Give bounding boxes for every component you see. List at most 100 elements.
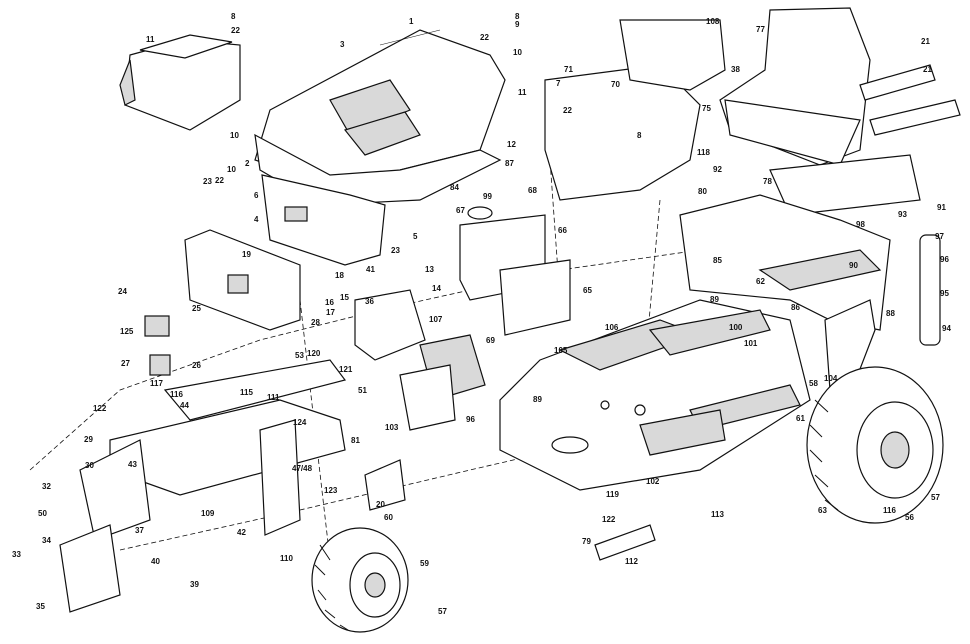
callout-label: 117	[150, 379, 163, 388]
callout-label: 8	[637, 131, 642, 140]
callout-label: 10	[230, 131, 239, 140]
callout-label: 9	[515, 20, 520, 29]
callout-label: 104	[824, 374, 838, 383]
callout-label: 96	[466, 415, 475, 424]
callout-label: 81	[351, 436, 360, 445]
callout-label: 10	[513, 48, 522, 57]
callout-label: 96	[940, 255, 949, 264]
callout-label: 87	[505, 159, 514, 168]
callout-label: 78	[763, 177, 772, 186]
callout-label: 124	[293, 418, 307, 427]
callout-label: 58	[809, 379, 818, 388]
callout-label: 37	[135, 526, 144, 535]
callout-label: 43	[128, 460, 137, 469]
callout-label: 38	[731, 65, 740, 74]
callout-label: 19	[242, 250, 251, 259]
callout-label: 11	[518, 88, 527, 97]
callout-label: 23	[391, 246, 400, 255]
callout-label: 50	[38, 509, 47, 518]
callout-label: 40	[151, 557, 160, 566]
callout-label: 89	[533, 395, 542, 404]
callout-label: 71	[564, 65, 573, 74]
callout-label: 32	[42, 482, 51, 491]
callout-label: 109	[201, 509, 215, 518]
callout-label: 107	[429, 315, 443, 324]
callout-label: 39	[190, 580, 199, 589]
callout-label: 16	[325, 298, 334, 307]
callout-label: 122	[93, 404, 107, 413]
callout-label: 57	[438, 607, 447, 616]
callout-label: 103	[385, 423, 399, 432]
callout-label: 11	[146, 35, 155, 44]
front-wheel	[311, 527, 409, 633]
front-axle-steering	[59, 359, 656, 613]
callout-label: 23	[203, 177, 212, 186]
callout-label: 6	[254, 191, 259, 200]
callout-label: 105	[554, 346, 568, 355]
callout-label: 77	[756, 25, 765, 34]
callout-label: 3	[340, 40, 345, 49]
callout-label: 2	[245, 159, 250, 168]
callout-label: 66	[558, 226, 567, 235]
callout-label: 12	[507, 140, 516, 149]
callout-label: 22	[563, 106, 572, 115]
callout-label: 35	[36, 602, 45, 611]
callout-label: 121	[339, 365, 353, 374]
callout-label: 91	[937, 203, 946, 212]
callout-label: 101	[744, 339, 758, 348]
callout-label: 110	[280, 554, 293, 563]
callout-label: 21	[923, 65, 932, 74]
callout-label: 69	[486, 336, 495, 345]
callout-label: 99	[483, 192, 492, 201]
callout-label: 106	[605, 323, 619, 332]
callout-label: 98	[856, 220, 865, 229]
callout-label: 7	[556, 79, 561, 88]
callout-label: 5	[413, 232, 418, 241]
callout-label: 108	[706, 17, 720, 26]
callout-label: 86	[791, 303, 800, 312]
callout-label: 70	[611, 80, 620, 89]
callout-label: 25	[192, 304, 201, 313]
seat-assembly	[719, 7, 961, 216]
callout-label: 93	[898, 210, 907, 219]
callout-label: 21	[921, 37, 930, 46]
callout-label: 113	[711, 510, 724, 519]
callout-label: 67	[456, 206, 465, 215]
callout-label: 92	[713, 165, 722, 174]
callout-label: 120	[307, 349, 321, 358]
callout-label: 17	[326, 308, 335, 317]
callout-label: 59	[420, 559, 429, 568]
callout-label: 111	[267, 393, 280, 402]
callout-label: 8	[515, 12, 520, 21]
callout-label: 125	[120, 327, 134, 336]
grass-bag	[119, 34, 241, 131]
callout-labels: 8 22 11 3 1 8 9 22 10 108 77 21 21 38 71…	[12, 12, 951, 616]
callout-label: 68	[528, 186, 537, 195]
callout-label: 95	[940, 289, 949, 298]
rear-fender-frame	[679, 194, 941, 396]
callout-label: 1	[409, 17, 414, 26]
front-grille	[144, 174, 386, 376]
callout-label: 20	[376, 500, 385, 509]
hood	[254, 29, 506, 206]
callout-label: 44	[180, 401, 189, 410]
callout-label: 94	[942, 324, 951, 333]
callout-label: 119	[606, 490, 619, 499]
callout-label: 26	[192, 361, 201, 370]
callout-label: 122	[602, 515, 616, 524]
callout-label: 30	[85, 461, 94, 470]
callout-label: 112	[625, 557, 638, 566]
callout-label: 36	[365, 297, 374, 306]
callout-label: 60	[384, 513, 393, 522]
callout-label: 42	[237, 528, 246, 537]
callout-label: 75	[702, 104, 711, 113]
callout-label: 34	[42, 536, 51, 545]
callout-label: 102	[646, 477, 660, 486]
callout-label: 123	[324, 486, 338, 495]
callout-label: 56	[905, 513, 914, 522]
callout-label: 22	[480, 33, 489, 42]
callout-label: 62	[756, 277, 765, 286]
callout-label: 15	[340, 293, 349, 302]
callout-label: 51	[358, 386, 367, 395]
